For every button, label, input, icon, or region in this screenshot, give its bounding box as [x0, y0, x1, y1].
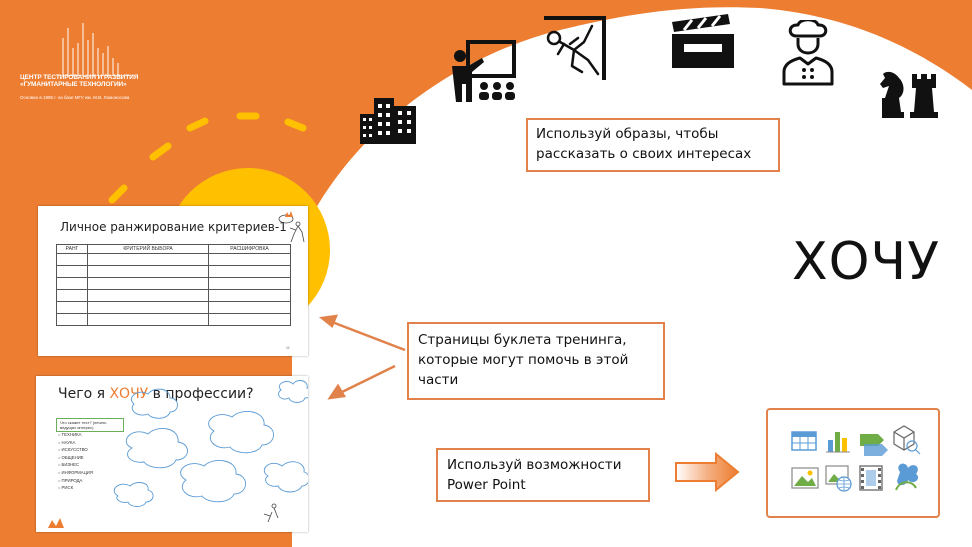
teacher-presentation-icon — [452, 40, 516, 102]
list-item: ИНФОРМАЦИЯ — [58, 469, 93, 477]
list-item: РИСК — [58, 484, 93, 492]
thinking-person-icon — [263, 507, 279, 523]
thought-clouds — [48, 380, 308, 528]
chess-pieces-icon — [880, 71, 938, 118]
cloud-shape — [130, 388, 178, 419]
booklet-slide-ranking: Личное ранжирование критериев-1 РАНГ КРИ… — [38, 206, 308, 356]
list-item: БИЗНЕС — [58, 461, 93, 469]
slide2-title: Чего я ХОЧУ в профессии? — [58, 386, 254, 402]
climber-icon — [544, 16, 606, 80]
cloud-shape — [125, 427, 188, 469]
bar-chart-icon — [826, 432, 850, 453]
cloud-shape — [278, 380, 308, 403]
small-logo-icon — [285, 211, 293, 217]
thinking-person-icon — [278, 214, 305, 242]
buildings-icon — [360, 98, 416, 144]
slide1-title: Личное ранжирование критериев-1 — [60, 220, 287, 234]
video-icon — [859, 465, 883, 491]
table-row — [56, 301, 291, 314]
online-picture-icon — [825, 465, 852, 492]
images-hint-callout: Используй образы, чтобы рассказать о сво… — [526, 118, 780, 172]
table-row — [56, 265, 291, 278]
list-item: ОБЩЕНИЕ — [58, 454, 93, 462]
chef-icon — [782, 20, 834, 86]
table-icon — [791, 431, 817, 451]
logo-bars-icon — [58, 23, 133, 76]
power-point-callout: Используй возможности Power Point — [436, 448, 650, 502]
logo-title: ЦЕНТР ТЕСТИРОВАНИЯ И РАЗВИТИЯ «ГУМАНИТАР… — [20, 74, 139, 88]
cloud-shape — [208, 410, 274, 454]
booklet-pages-callout: Страницы буклета тренинга, которые могут… — [407, 322, 665, 400]
ranking-table: РАНГ КРИТЕРИЙ ВЫБОРА РАСШИФРОВКА — [56, 244, 291, 326]
icons-insert-icon — [895, 463, 919, 491]
column-header-description: РАСШИФРОВКА — [208, 244, 291, 254]
3d-model-icon — [893, 425, 921, 455]
column-header-rank: РАНГ — [56, 244, 88, 254]
table-row — [56, 277, 291, 290]
booklet-slide-wants: Чего я ХОЧУ в профессии? Что скажет тест… — [36, 376, 308, 532]
column-header-criterion: КРИТЕРИЙ ВЫБОРА — [87, 244, 209, 254]
cloud-shape — [263, 461, 308, 493]
smartart-icon — [860, 434, 888, 456]
clapperboard-icon — [672, 14, 734, 68]
table-row — [56, 253, 291, 266]
slide2-title-before: Чего я — [58, 386, 110, 402]
cloud-shape — [180, 459, 246, 503]
company-logo: ЦЕНТР ТЕСТИРОВАНИЯ И РАЗВИТИЯ «ГУМАНИТАР… — [18, 18, 168, 108]
sun-rays — [108, 112, 307, 204]
small-logo-icon — [48, 518, 64, 528]
thinking-person-head-icon — [271, 503, 277, 509]
slide2-title-after: в профессии? — [148, 386, 254, 402]
list-item: ИСКУССТВО — [58, 446, 93, 454]
table-row — [56, 313, 291, 326]
list-item: ТЕХНИКА — [58, 431, 93, 439]
interest-categories: ТЕХНИКА НАУКА ИСКУССТВО ОБЩЕНИЕ БИЗНЕС И… — [58, 431, 93, 492]
logo-subtitle: Основан в 1995 г. на базе МГУ им. М.В. Л… — [20, 95, 130, 100]
big-word-hochu: ХОЧУ — [792, 232, 940, 292]
power-point-features-panel — [766, 408, 940, 518]
table-row — [56, 289, 291, 302]
list-item: НАУКА — [58, 439, 93, 447]
slide2-title-highlight: ХОЧУ — [109, 386, 149, 402]
list-item: ПРИРОДА — [58, 477, 93, 485]
power-point-icons — [791, 425, 921, 492]
picture-icon — [791, 467, 819, 489]
cloud-shape — [113, 482, 154, 507]
slide1-page-number: 11 — [285, 345, 290, 350]
